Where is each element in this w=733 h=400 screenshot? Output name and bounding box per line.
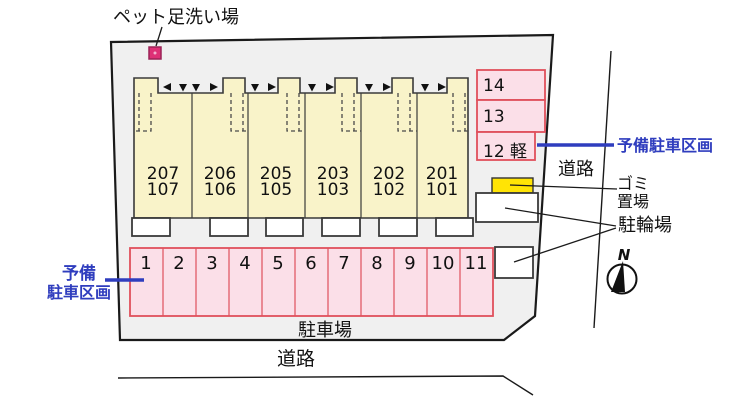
- spare-parking-left-line2: 駐車区画: [46, 282, 111, 302]
- pet-wash-square-dot: [153, 51, 157, 55]
- unit-number-upper: 207: [146, 164, 180, 184]
- spot-number-1: 1: [140, 253, 152, 274]
- callout-line-garbage: [509, 184, 618, 190]
- unit-number-lower: 105: [259, 179, 293, 200]
- spot-number-3: 3: [206, 253, 218, 274]
- unit-number-lower: 102: [372, 179, 406, 200]
- entrance-dashed: [341, 93, 361, 132]
- porch-box: [209, 217, 249, 237]
- unit-number-lower: 107: [146, 179, 180, 200]
- unit-number-upper: 203: [316, 164, 350, 184]
- arrow-right-icon: [438, 83, 446, 91]
- unit-label-201: 201 101: [420, 164, 464, 200]
- unit-number-upper: 205: [259, 164, 293, 184]
- garbage-label-line1: ゴミ: [617, 174, 650, 193]
- entrance-dashed: [134, 93, 152, 132]
- side-spot-12: [476, 131, 536, 161]
- callout-line-bicycle-2: [513, 227, 617, 263]
- parking-dividers: [162, 248, 461, 316]
- arrow-down-icon: [192, 84, 200, 92]
- side-spot-label-12: 12 軽: [483, 142, 528, 162]
- unit-label-206: 206 106: [198, 164, 242, 200]
- spot-number-5: 5: [272, 253, 284, 274]
- porch-box: [265, 217, 304, 237]
- spot-number-9: 9: [404, 253, 416, 274]
- spot-number-8: 8: [371, 253, 383, 274]
- porch-boxes: [131, 217, 474, 237]
- building-outline: [133, 77, 469, 219]
- entrance-dashed: [452, 93, 468, 132]
- side-parking: [476, 69, 546, 161]
- arrow-right-icon: [210, 83, 218, 91]
- spot-number-11: 11: [464, 253, 488, 274]
- spare-parking-lines: [105, 143, 614, 282]
- arrow-right-icon: [268, 83, 276, 91]
- road-line-right: [593, 50, 612, 329]
- spare-parking-right-label: 予備駐車区画: [617, 136, 714, 155]
- unit-number-lower: 106: [203, 179, 237, 200]
- callout-lines: [155, 26, 618, 263]
- spot-number-4: 4: [239, 253, 251, 274]
- spot-number-10: 10: [431, 253, 455, 274]
- side-spot-label-14: 14: [483, 76, 505, 96]
- garbage-label-line2: 置場: [617, 191, 650, 211]
- arrow-right-icon: [326, 83, 334, 91]
- arrow-down-icon: [179, 84, 187, 92]
- spot-number-6: 6: [305, 253, 317, 274]
- parking-row: [129, 247, 494, 317]
- bicycle-label: 駐輪場: [618, 215, 672, 236]
- entrance-dashed-group: [134, 93, 468, 132]
- pet-wash-label: ペット足洗い場: [113, 7, 239, 28]
- unit-number-upper: 206: [203, 164, 237, 184]
- unit-number-lower: 101: [425, 179, 459, 200]
- callout-line-pet-wash: [155, 26, 163, 47]
- arrow-right-icon: [383, 83, 391, 91]
- entrance-dashed: [230, 93, 248, 132]
- spot-number-7: 7: [338, 253, 350, 274]
- side-spot-13: [476, 99, 546, 133]
- callout-line-bicycle-1: [504, 207, 617, 227]
- parking-lot-label: 駐車場: [298, 320, 352, 341]
- road-bottom-label: 道路: [277, 348, 316, 370]
- arrow-down-icon: [421, 84, 429, 92]
- unit-number-upper: 201: [425, 164, 459, 184]
- unit-label-202: 202 102: [367, 164, 411, 200]
- arrow-down-icon: [365, 84, 373, 92]
- unit-dividers: [191, 93, 418, 218]
- compass-needle-icon: [611, 261, 625, 292]
- unit-number-lower: 103: [316, 179, 350, 200]
- porch-box: [131, 217, 171, 237]
- entrance-dashed: [397, 93, 417, 132]
- porch-box: [435, 217, 474, 237]
- side-spot-label-13: 13: [483, 107, 505, 127]
- road-line-bottom: [117, 375, 534, 396]
- unit-label-205: 205 105: [254, 164, 298, 200]
- unit-label-207: 207 107: [141, 164, 185, 200]
- bicycle-box-1: [475, 192, 539, 223]
- garbage-label: ゴミ 置場: [617, 175, 649, 210]
- unit-label-203: 203 103: [311, 164, 355, 200]
- porch-box: [378, 217, 418, 237]
- bicycle-box-2: [494, 246, 534, 279]
- road-right-label: 道路: [558, 159, 594, 180]
- spare-parking-left-label: 予備 駐車区画: [44, 265, 114, 301]
- unit-number-upper: 202: [372, 164, 406, 184]
- entrance-dashed: [286, 93, 305, 132]
- arrow-down-icon: [251, 84, 259, 92]
- porch-box: [321, 217, 361, 237]
- arrow-down-icon: [308, 84, 316, 92]
- compass-north-label: N: [617, 246, 631, 264]
- arrow-left-icon: [163, 83, 171, 91]
- spot-number-2: 2: [173, 253, 185, 274]
- spare-parking-left-line1: 予備: [62, 264, 96, 284]
- entrance-arrows: [163, 83, 446, 92]
